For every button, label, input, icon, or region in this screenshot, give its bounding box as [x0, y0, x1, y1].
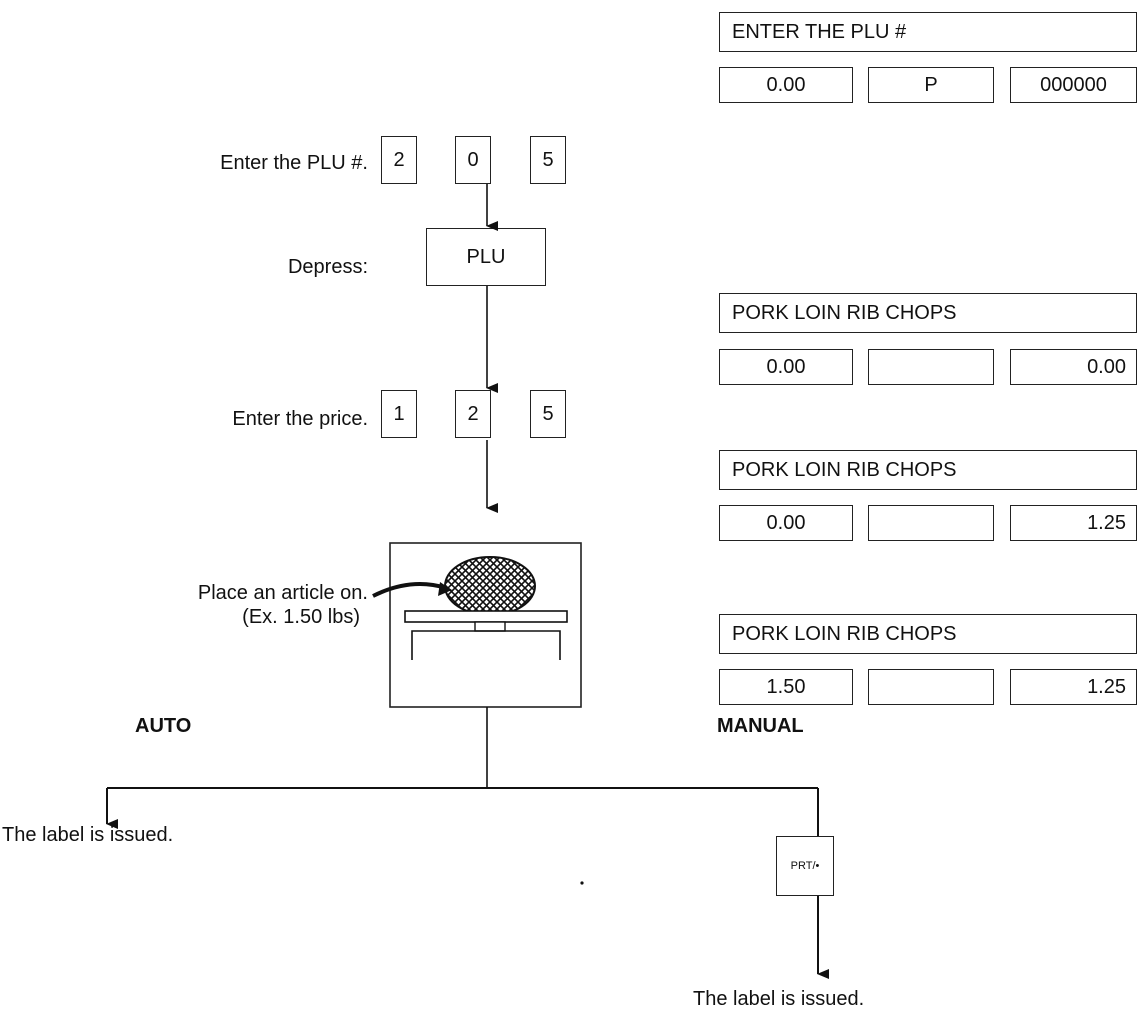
display-3-mode — [868, 505, 994, 541]
display-1-title: ENTER THE PLU # — [719, 12, 1137, 52]
scale-illustration — [390, 543, 581, 707]
display-4-title: PORK LOIN RIB CHOPS — [719, 614, 1137, 654]
display-1-value: 000000 — [1010, 67, 1137, 103]
display-2-weight: 0.00 — [719, 349, 853, 385]
display-3-value: 1.25 — [1010, 505, 1137, 541]
display-2-title: PORK LOIN RIB CHOPS — [719, 293, 1137, 333]
display-3-weight: 0.00 — [719, 505, 853, 541]
display-4-value: 1.25 — [1010, 669, 1137, 705]
display-4-mode — [868, 669, 994, 705]
display-4-weight: 1.50 — [719, 669, 853, 705]
display-3-title: PORK LOIN RIB CHOPS — [719, 450, 1137, 490]
display-1-weight: 0.00 — [719, 67, 853, 103]
display-2-value: 0.00 — [1010, 349, 1137, 385]
display-1-mode: P — [868, 67, 994, 103]
display-2-mode — [868, 349, 994, 385]
